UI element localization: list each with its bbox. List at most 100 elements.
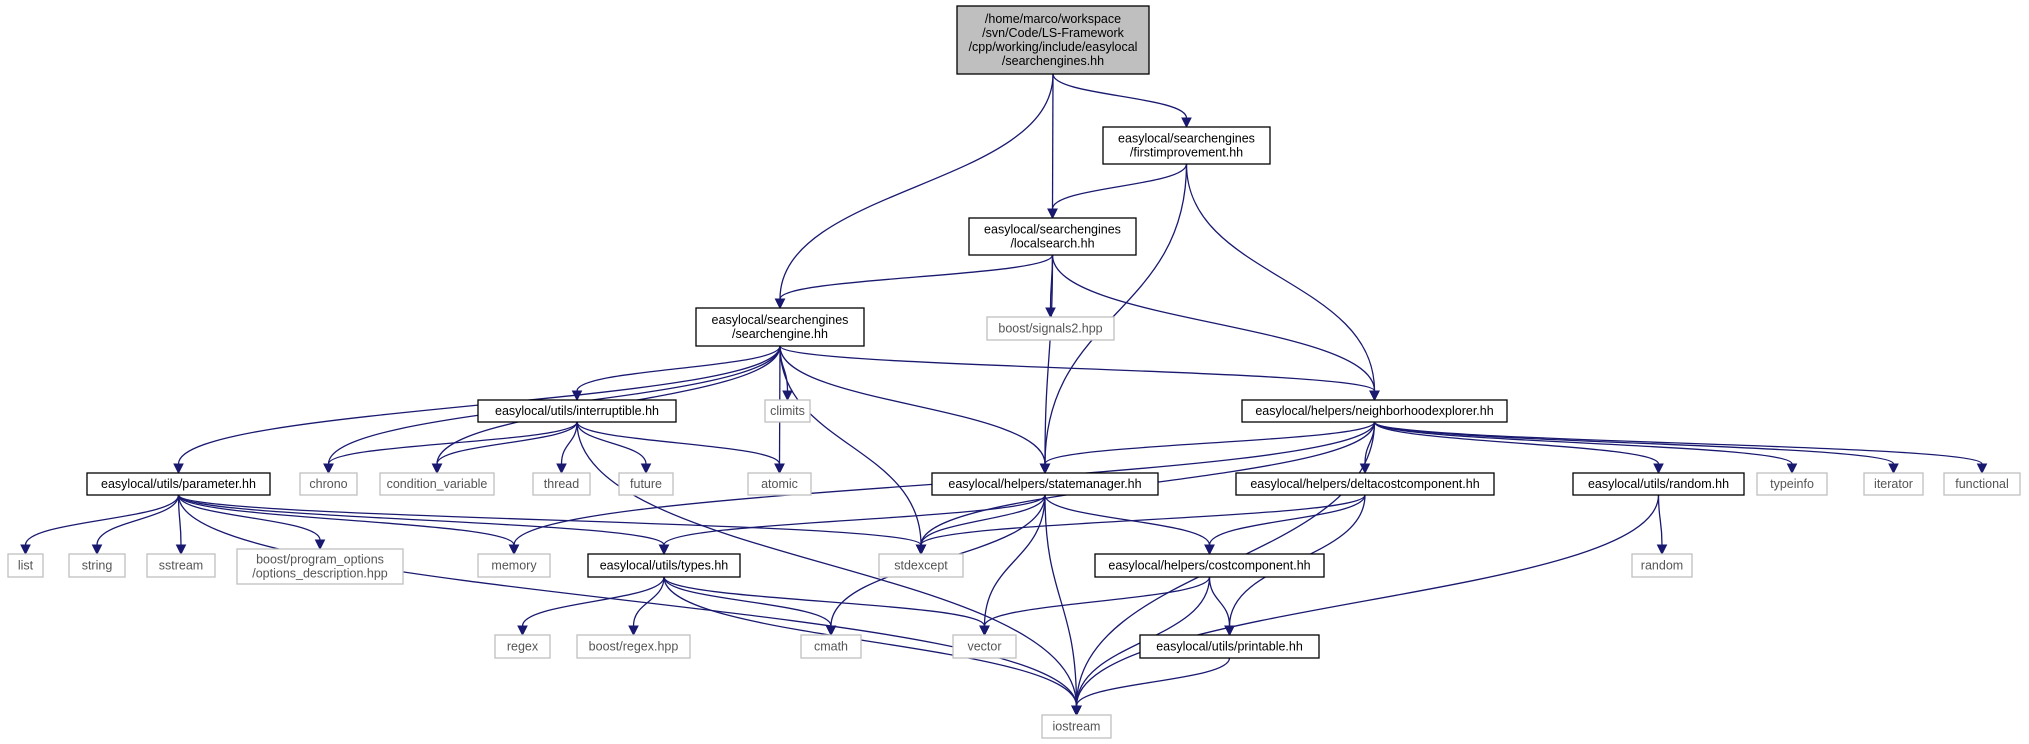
node-future: future [618, 472, 674, 496]
node-atomic: atomic [747, 472, 812, 496]
node-label-root-line-0: /home/marco/workspace [985, 12, 1121, 26]
node-box-atomic [747, 472, 812, 496]
node-label-thread-line-0: thread [544, 477, 579, 491]
node-box-cmath [800, 634, 862, 659]
arrowhead-neighborhoodexplorer-to-random_hh [1653, 463, 1664, 475]
node-box-neighborhoodexplorer [1241, 399, 1508, 423]
arrowhead-localsearch-to-signals2 [1045, 307, 1056, 319]
arrowhead-searchengine-to-climits [782, 390, 793, 402]
node-box-typeinfo [1756, 472, 1828, 496]
edge-deltacostcomponent-to-costcomponent [1208, 494, 1366, 546]
node-random_hh[interactable]: easylocal/utils/random.hh [1572, 472, 1745, 496]
node-label-firstimprovement-line-1: /firstimprovement.hh [1130, 146, 1243, 160]
arrowhead-random_hh-to-random [1656, 544, 1668, 556]
node-label-boost_regex-line-0: boost/regex.hpp [589, 640, 679, 654]
node-parameter[interactable]: easylocal/utils/parameter.hh [86, 472, 271, 496]
arrowhead-firstimprovement-to-localsearch [1047, 208, 1058, 220]
arrowhead-types-to-cmath [825, 625, 837, 637]
edge-types-to-vector [663, 576, 986, 627]
node-box-costcomponent [1094, 553, 1325, 578]
node-label-climits-line-0: climits [770, 404, 805, 418]
node-label-stdexcept-line-0: stdexcept [894, 559, 948, 573]
node-localsearch[interactable]: easylocal/searchengines/localsearch.hh [968, 217, 1137, 256]
node-label-searchengine-line-1: /searchengine.hh [732, 327, 828, 341]
edge-root-to-searchengine [779, 73, 1054, 300]
node-label-vector-line-0: vector [967, 640, 1001, 654]
node-label-printable-line-0: easylocal/utils/printable.hh [1156, 640, 1303, 654]
node-label-searchengine-line-0: easylocal/searchengines [712, 313, 849, 327]
node-label-list-line-0: list [18, 559, 34, 573]
node-box-boost_regex [576, 634, 691, 659]
edge-neighborhoodexplorer-to-functional [1373, 421, 1983, 465]
arrowhead-types-to-boost_regex [628, 625, 639, 637]
node-box-statemanager [931, 472, 1159, 496]
node-costcomponent[interactable]: easylocal/helpers/costcomponent.hh [1094, 553, 1325, 578]
node-box-root [956, 5, 1150, 75]
node-chrono: chrono [299, 472, 358, 496]
node-label-iostream-line-0: iostream [1053, 720, 1101, 734]
node-box-interruptible [477, 399, 677, 423]
node-box-condition_variable [379, 472, 495, 496]
node-label-condition_variable-line-0: condition_variable [387, 477, 488, 491]
edge-deltacostcomponent-to-stdexcept [920, 494, 1366, 546]
arrowhead-searchengine-to-parameter [173, 463, 184, 475]
edge-root-to-firstimprovement [1052, 73, 1188, 119]
arrowhead-root-to-firstimprovement [1181, 117, 1192, 129]
node-label-firstimprovement-line-0: easylocal/searchengines [1118, 132, 1255, 146]
node-label-root-line-1: /svn/Code/LS-Framework [982, 26, 1124, 40]
node-types[interactable]: easylocal/utils/types.hh [587, 553, 741, 578]
node-box-functional [1943, 472, 2021, 496]
edge-types-to-cmath [663, 576, 832, 627]
edge-parameter-to-list [24, 494, 180, 546]
node-box-string [68, 553, 126, 578]
node-firstimprovement[interactable]: easylocal/searchengines/firstimprovement… [1102, 126, 1271, 165]
node-regex: regex [494, 634, 551, 659]
edge-interruptible-to-iostream [576, 421, 1078, 707]
node-searchengine[interactable]: easylocal/searchengines/searchengine.hh [695, 307, 865, 347]
node-layer: /home/marco/workspace/svn/Code/LS-Framew… [7, 5, 2021, 739]
node-typeinfo: typeinfo [1756, 472, 1828, 496]
node-boost_regex: boost/regex.hpp [576, 634, 691, 659]
edge-searchengine-to-interruptible [576, 345, 781, 392]
arrowhead-neighborhoodexplorer-to-functional [1976, 463, 1988, 475]
edge-statemanager-to-costcomponent [1044, 494, 1211, 546]
node-root[interactable]: /home/marco/workspace/svn/Code/LS-Framew… [956, 5, 1150, 75]
node-box-options_description [236, 548, 404, 585]
node-iostream: iostream [1041, 714, 1112, 739]
arrowhead-interruptible-to-atomic [774, 463, 785, 475]
node-deltacostcomponent[interactable]: easylocal/helpers/deltacostcomponent.hh [1235, 472, 1495, 496]
node-box-vector [952, 634, 1017, 659]
edge-statemanager-to-vector [983, 494, 1046, 627]
node-box-memory [477, 553, 551, 578]
node-box-iostream [1041, 714, 1112, 739]
node-string: string [68, 553, 126, 578]
node-box-thread [532, 472, 591, 496]
edge-costcomponent-to-printable [1208, 576, 1231, 627]
arrowhead-costcomponent-to-printable [1224, 625, 1235, 637]
arrowhead-parameter-to-memory [508, 544, 520, 556]
node-box-searchengine [695, 307, 865, 347]
edge-neighborhoodexplorer-to-typeinfo [1373, 421, 1793, 465]
edge-parameter-to-iostream [177, 494, 1078, 707]
node-label-typeinfo-line-0: typeinfo [1770, 477, 1814, 491]
edge-types-to-regex [521, 576, 665, 627]
node-neighborhoodexplorer[interactable]: easylocal/helpers/neighborhoodexplorer.h… [1241, 399, 1508, 423]
node-statemanager[interactable]: easylocal/helpers/statemanager.hh [931, 472, 1159, 496]
arrowhead-deltacostcomponent-to-costcomponent [1204, 544, 1215, 556]
arrowhead-interruptible-to-future [640, 463, 652, 475]
arrowhead-parameter-to-list [20, 544, 31, 556]
edge-printable-to-iostream [1075, 657, 1231, 707]
node-cmath: cmath [800, 634, 862, 659]
node-label-iterator-line-0: iterator [1874, 477, 1913, 491]
node-interruptible[interactable]: easylocal/utils/interruptible.hh [477, 399, 677, 423]
node-box-printable [1139, 634, 1320, 659]
edge-statemanager-to-iostream [1044, 494, 1078, 707]
arrowhead-parameter-to-options_description [314, 539, 326, 551]
node-label-future-line-0: future [630, 477, 662, 491]
node-label-root-line-2: /cpp/working/include/easylocal [969, 40, 1138, 54]
node-label-cmath-line-0: cmath [814, 640, 848, 654]
node-printable[interactable]: easylocal/utils/printable.hh [1139, 634, 1320, 659]
node-list: list [7, 553, 44, 578]
edge-searchengine-to-stdexcept [779, 345, 922, 546]
edge-localsearch-to-statemanager [1044, 254, 1054, 465]
